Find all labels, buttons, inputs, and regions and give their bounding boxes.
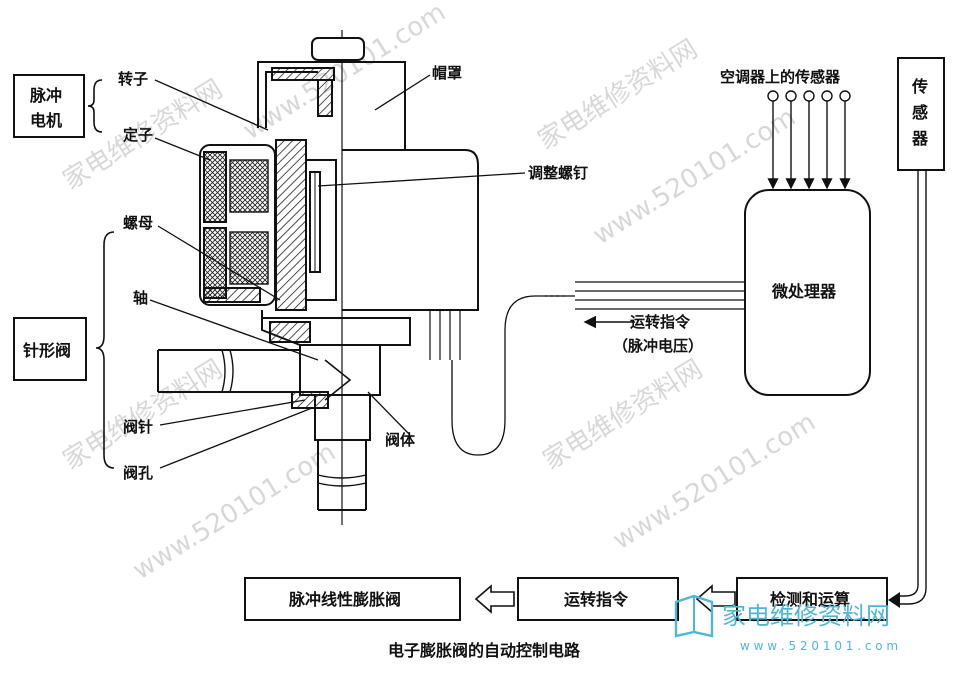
sensor-box <box>897 57 945 171</box>
label-shaft: 轴 <box>133 289 148 307</box>
logo-text: 家电维修资料网 <box>722 602 890 630</box>
diagram-caption: 电子膨胀阀的自动控制电路 <box>388 641 581 660</box>
logo-url: w w w . 5 2 0 1 0 1 . c o m <box>740 639 898 653</box>
microprocessor-label: 微处理器 <box>771 282 837 301</box>
pulse-motor-brace <box>87 79 103 133</box>
needle-valve-label: 针形阀 <box>23 341 71 360</box>
sensor-feedback-wire-b <box>896 170 927 605</box>
microprocessor-box <box>744 189 871 396</box>
flow-arrow-2 <box>474 584 515 614</box>
flow-label-detect-compute: 检测和运算 <box>770 590 850 609</box>
label-adjust-screw: 调整螺钉 <box>528 164 588 182</box>
label-orifice: 阀孔 <box>123 464 153 482</box>
label-stator: 定子 <box>123 126 153 144</box>
label-run-command: 运转指令 <box>630 313 691 331</box>
pulse-motor-box <box>13 74 85 138</box>
flow-arrow-1 <box>695 584 736 614</box>
watermark-brand: 家电维修资料网 <box>538 354 708 476</box>
sensor-label-3: 器 <box>911 129 929 148</box>
sensor-label-1: 传 <box>911 77 928 96</box>
flow-box-pulse-valve <box>244 577 461 621</box>
site-logo: 家电维修资料网 w w w . 5 2 0 1 0 1 . c o m <box>674 594 898 653</box>
pulse-motor-line1: 脉冲 <box>29 86 62 105</box>
label-valve-body: 阀体 <box>385 431 416 449</box>
needle-valve-brace <box>95 231 115 469</box>
pulse-motor-line2: 电机 <box>30 111 62 130</box>
sensor-label-2: 感 <box>912 103 928 122</box>
label-rotor: 转子 <box>118 70 148 88</box>
flow-label-pulse-valve: 脉冲线性膨胀阀 <box>288 590 401 609</box>
watermark-url: www.520101.com <box>128 437 341 586</box>
watermark-url: www.520101.com <box>608 407 821 556</box>
leader-lines <box>149 74 526 469</box>
label-ac-sensors: 空调器上的传感器 <box>720 68 841 86</box>
needle-valve-box <box>13 317 87 381</box>
label-nut: 螺母 <box>123 214 153 232</box>
label-pulse-voltage: （脉冲电压） <box>613 337 703 355</box>
valve-cross-section <box>157 37 479 511</box>
label-needle: 阀针 <box>123 418 153 436</box>
label-cap: 帽罩 <box>432 64 462 82</box>
ac-sensor-inputs <box>767 90 851 190</box>
signal-wires <box>451 281 745 456</box>
flow-box-run-command <box>517 577 679 621</box>
flow-label-run-command: 运转指令 <box>564 590 629 609</box>
flow-box-detect-compute <box>736 577 888 621</box>
sensor-feedback-wire-a <box>896 170 919 597</box>
watermark-brand: 家电维修资料网 <box>533 34 703 156</box>
sensor-feedback-arrowhead <box>888 592 900 608</box>
